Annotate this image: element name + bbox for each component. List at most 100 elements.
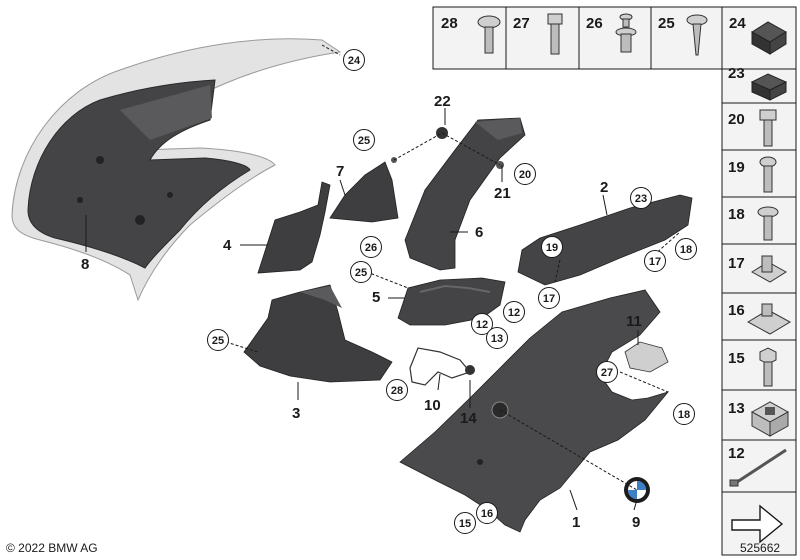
circle-callout-25b: 25	[350, 261, 372, 283]
top-table-28: 28	[441, 15, 458, 32]
callout-2: 2	[600, 179, 608, 196]
callout-3: 3	[292, 405, 300, 422]
leader-lines	[85, 108, 639, 511]
svg-text:12: 12	[508, 307, 520, 319]
rivet-26-icon	[615, 13, 637, 53]
bolt-20-icon	[759, 109, 777, 147]
circle-callout-17b: 17	[538, 287, 560, 309]
circle-callout-25c: 25	[207, 329, 229, 351]
top-fastener-table: 28 27 26 25 24	[432, 6, 797, 70]
diagram-id: 525662	[740, 541, 781, 555]
top-table-27: 27	[513, 15, 530, 32]
arrow-icon	[731, 504, 784, 544]
side-table-19: 19	[728, 159, 745, 176]
side-fastener-table: 23 20 19 18 17 16 15	[721, 65, 797, 556]
svg-text:27: 27	[601, 367, 613, 379]
side-table-12: 12	[728, 445, 745, 462]
circled-callouts: 24 25 26 25 25 20 23 19 18 17 17 12 12 1…	[207, 49, 697, 534]
part-2	[517, 194, 693, 286]
top-table-25: 25	[658, 15, 675, 32]
callout-11: 11	[626, 313, 642, 330]
screw-25-icon	[686, 14, 708, 56]
screw-18-icon	[757, 206, 779, 241]
screw-19-icon	[759, 156, 777, 193]
nut-13-icon	[750, 401, 790, 437]
circle-callout-18a: 18	[675, 238, 697, 260]
side-table-18: 18	[728, 206, 745, 223]
top-table-26: 26	[586, 15, 603, 32]
circle-callout-13: 13	[486, 327, 508, 349]
svg-text:16: 16	[481, 508, 493, 520]
svg-text:17: 17	[543, 293, 555, 305]
part-6	[404, 117, 526, 271]
part-11-clip	[624, 341, 669, 373]
part-7	[329, 161, 399, 223]
screw-28-icon	[477, 15, 501, 54]
circle-callout-23: 23	[630, 187, 652, 209]
svg-text:19: 19	[546, 242, 558, 254]
svg-text:13: 13	[491, 333, 503, 345]
callout-4: 4	[223, 237, 232, 254]
part-1-side-panel	[399, 289, 670, 533]
svg-text:17: 17	[649, 256, 661, 268]
callout-21: 21	[494, 185, 511, 202]
screw-27-icon	[547, 13, 563, 55]
circle-callout-20: 20	[514, 163, 536, 185]
cable-tie-12-icon	[729, 448, 787, 487]
callout-6: 6	[475, 224, 483, 241]
circle-callout-26: 26	[360, 236, 382, 258]
side-table-16: 16	[728, 302, 745, 319]
svg-text:12: 12	[476, 319, 488, 331]
part-10-bracket	[409, 347, 472, 386]
part-5	[397, 277, 506, 326]
side-table-17: 17	[728, 255, 745, 272]
svg-text:25: 25	[212, 335, 224, 347]
circle-callout-15: 15	[454, 512, 476, 534]
callout-22: 22	[434, 93, 451, 110]
grommet-24-icon	[751, 21, 787, 55]
side-table-23: 23	[728, 65, 745, 82]
svg-text:20: 20	[519, 169, 531, 181]
callout-7: 7	[336, 163, 344, 180]
circle-callout-12b: 12	[471, 313, 493, 335]
callout-labels: 1 2 3 4 5 6 7 8 9 10 11 14 21 22	[81, 93, 642, 531]
nut-16-icon	[746, 303, 792, 335]
side-table-20: 20	[728, 111, 745, 128]
svg-text:24: 24	[348, 55, 361, 67]
circle-callout-24: 24	[343, 49, 365, 71]
circle-callout-16: 16	[476, 502, 498, 524]
svg-text:28: 28	[391, 385, 403, 397]
circle-callout-19: 19	[541, 236, 563, 258]
svg-text:26: 26	[365, 242, 377, 254]
circle-callout-25a: 25	[353, 129, 375, 151]
circle-callout-27: 27	[596, 361, 618, 383]
callout-1: 1	[572, 514, 580, 531]
circle-callout-18b: 18	[673, 403, 695, 425]
part-8-fairing	[11, 38, 342, 302]
callout-10: 10	[424, 397, 441, 414]
bmw-roundel	[624, 477, 650, 503]
circle-callout-12a: 12	[503, 301, 525, 323]
callout-5: 5	[372, 289, 380, 306]
copyright: © 2022 BMW AG	[6, 541, 98, 555]
part-4	[257, 181, 331, 274]
svg-text:18: 18	[680, 244, 692, 256]
side-table-13: 13	[728, 400, 745, 417]
part-3	[243, 284, 393, 383]
svg-text:25: 25	[355, 267, 367, 279]
bolt-15-icon	[759, 347, 777, 387]
callout-14: 14	[460, 410, 477, 427]
top-table-24: 24	[729, 15, 746, 32]
side-table-15: 15	[728, 350, 745, 367]
callout-9: 9	[632, 514, 640, 531]
dashed-leaders	[225, 132, 681, 491]
circle-callout-17a: 17	[644, 250, 666, 272]
circle-callout-28: 28	[386, 379, 408, 401]
svg-text:18: 18	[678, 409, 690, 421]
callout-8: 8	[81, 256, 89, 273]
grommet-23-icon	[750, 73, 788, 101]
svg-text:25: 25	[358, 135, 370, 147]
svg-text:23: 23	[635, 193, 647, 205]
nut-17-icon	[751, 255, 787, 283]
